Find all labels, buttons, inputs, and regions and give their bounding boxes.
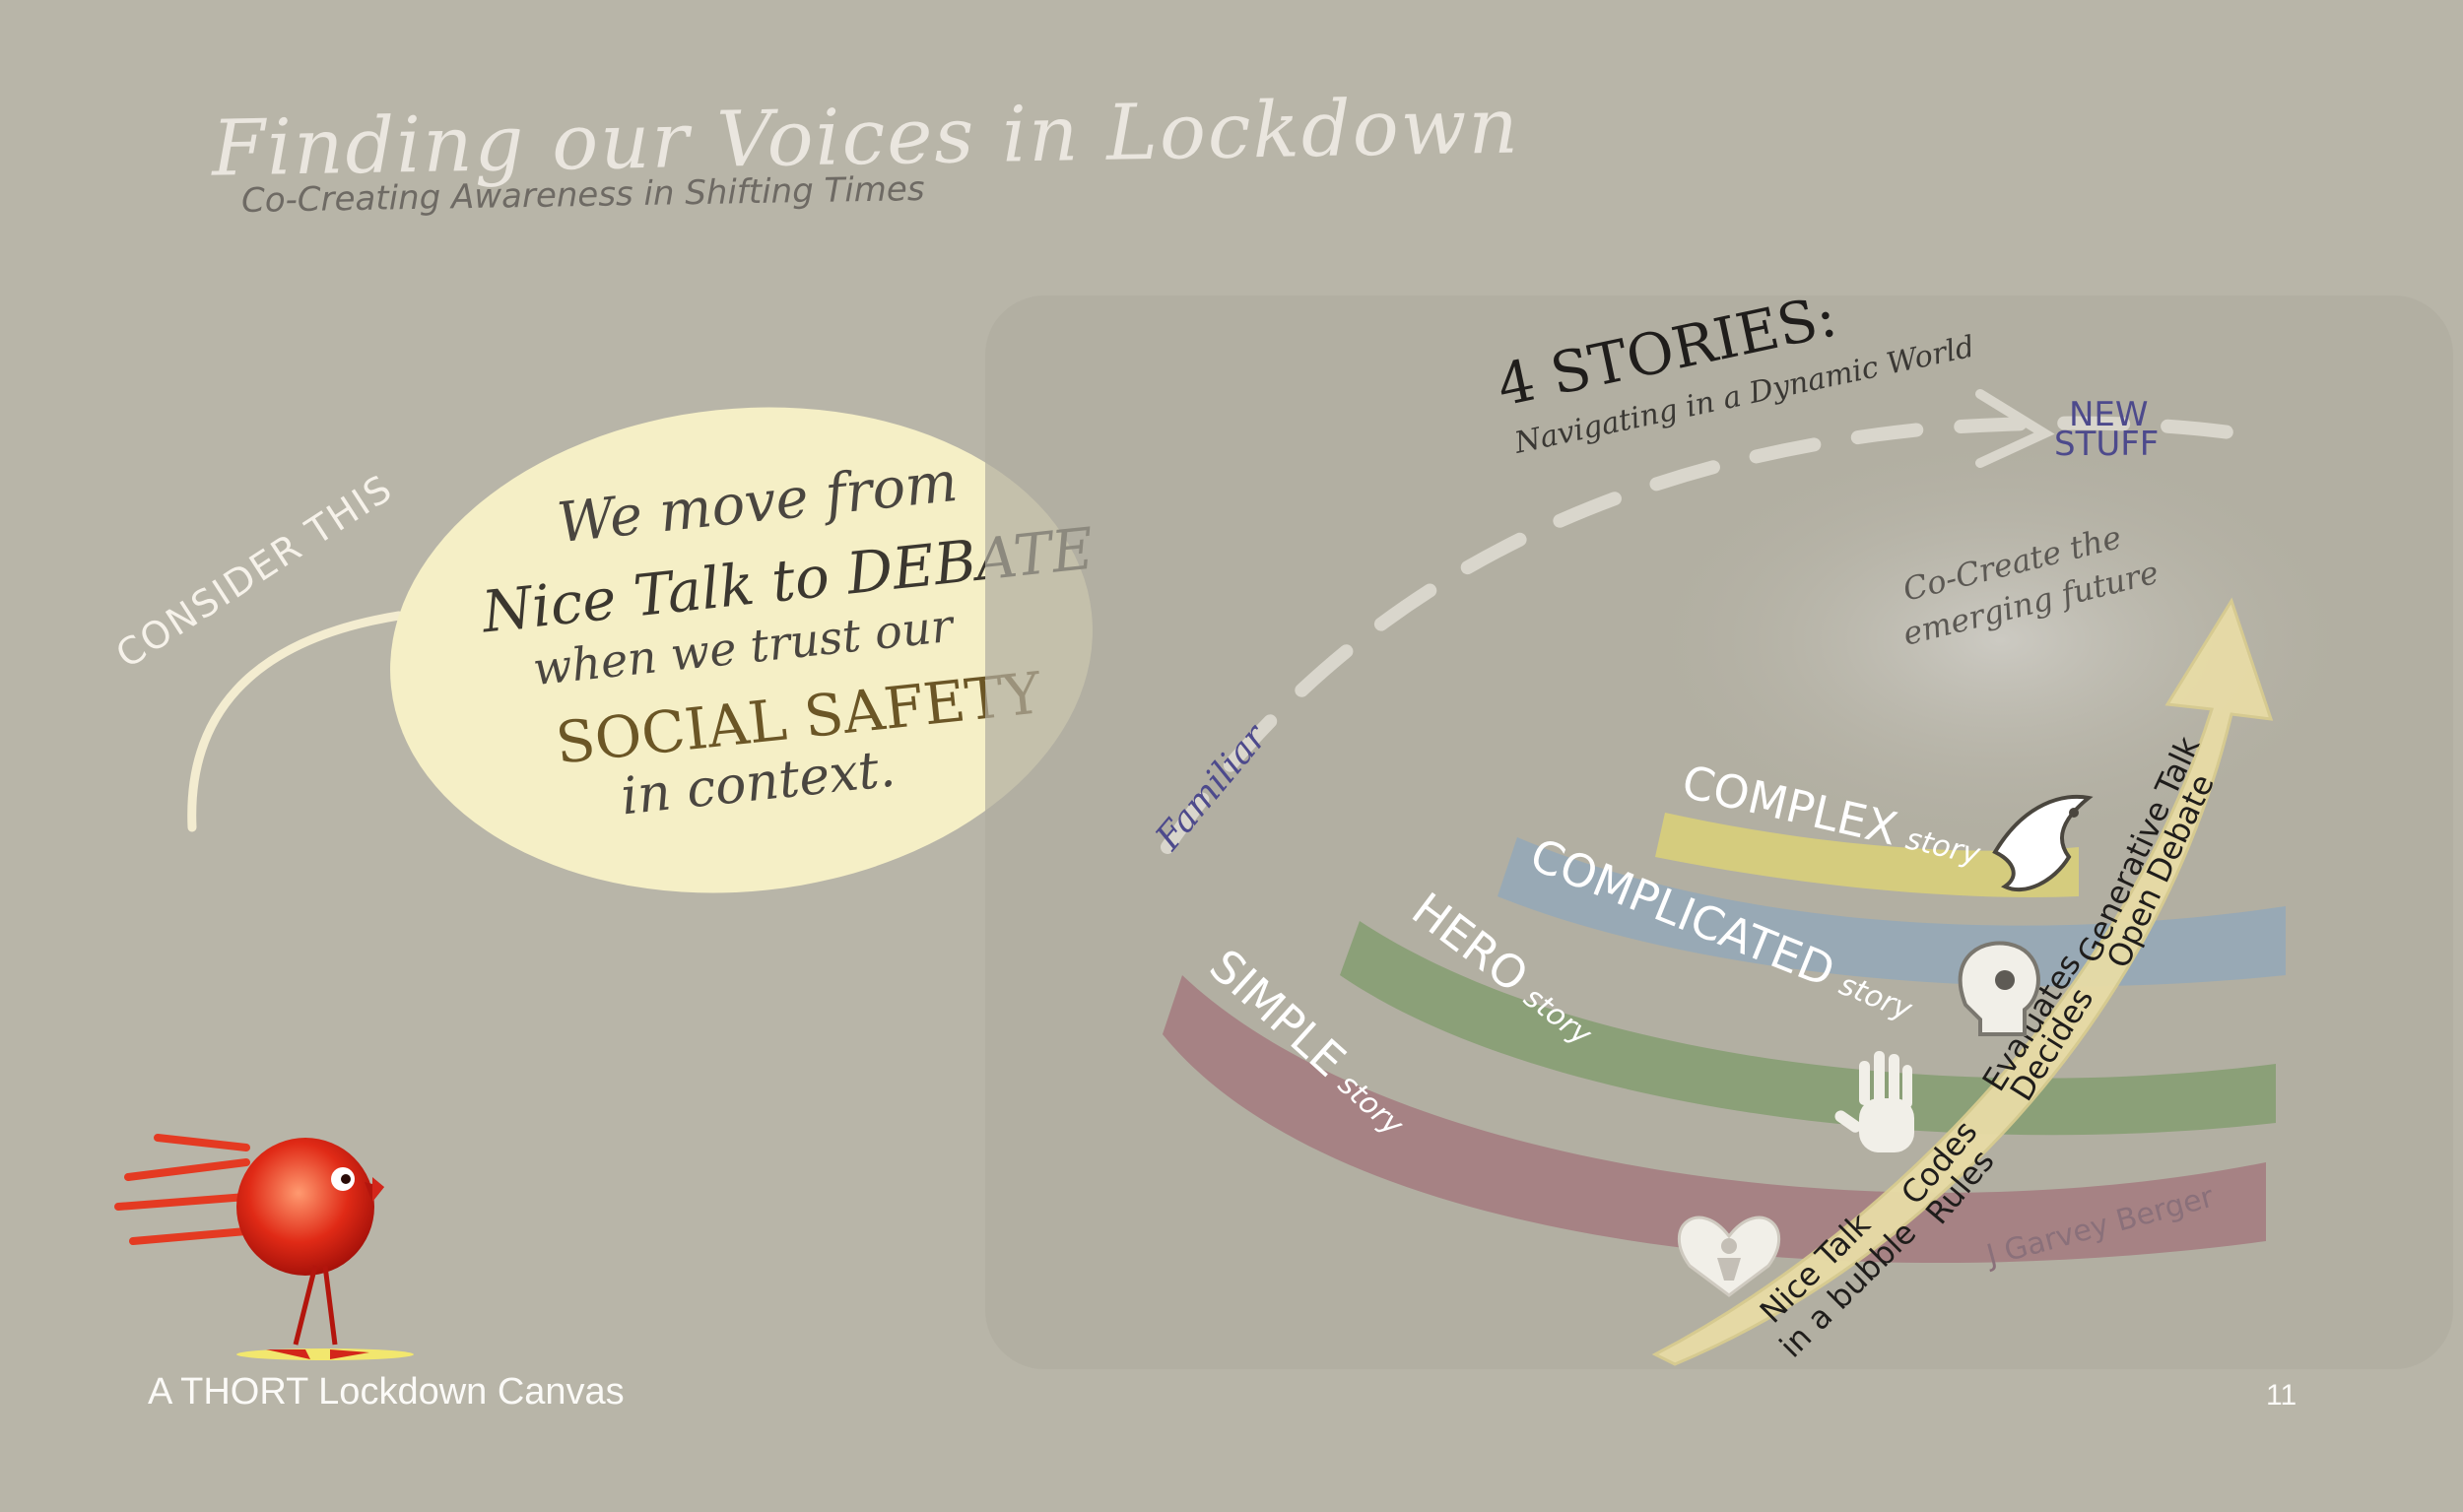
bird-character-icon — [118, 1138, 414, 1360]
page-number: 11 — [2266, 1379, 2297, 1413]
footer-label: A THORT Lockdown Canvas — [148, 1371, 625, 1413]
new-stuff-line-2: STUFF — [2054, 425, 2159, 464]
